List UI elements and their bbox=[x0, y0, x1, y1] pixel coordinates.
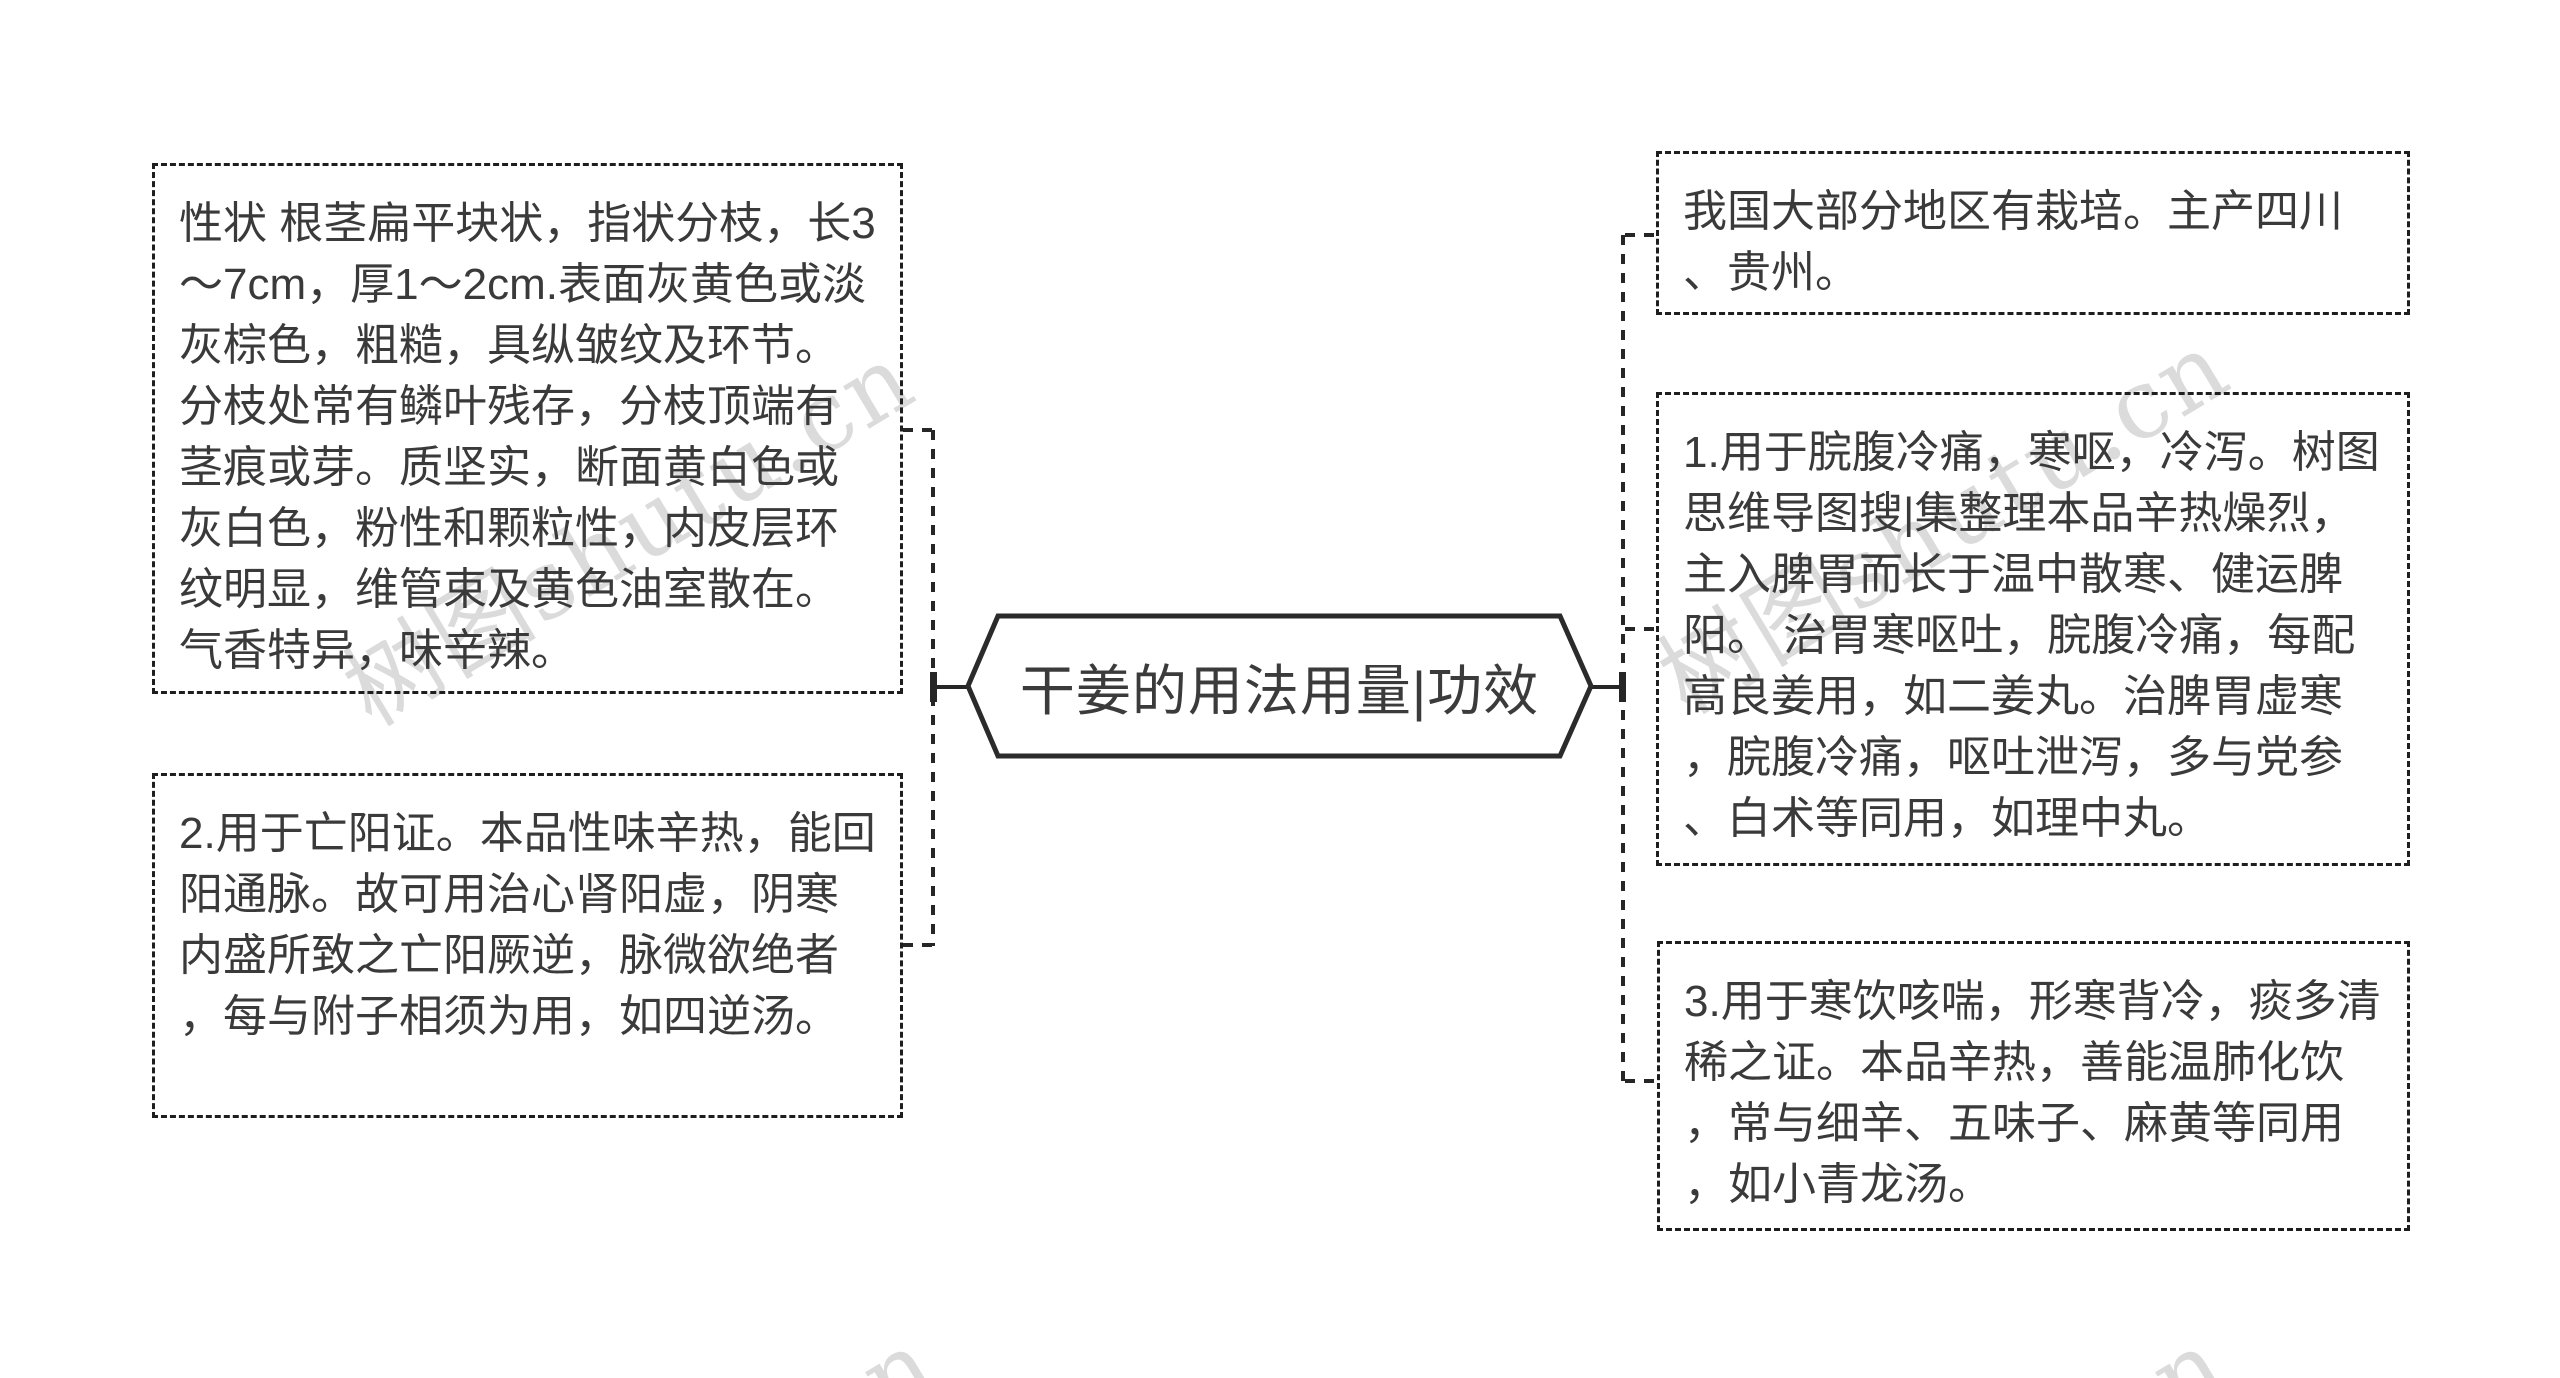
branch-node-cough[interactable]: 3.用于寒饮咳喘，形寒背冷，痰多清稀之证。本品辛热，善能温肺化饮，常与细辛、五味… bbox=[1657, 941, 2410, 1231]
connector-left-branch-bottom bbox=[903, 943, 933, 947]
center-node[interactable]: 干姜的用法用量|功效 bbox=[965, 612, 1594, 760]
branch-node-text: 性状 根茎扁平块状，指状分枝，长3～7cm，厚1～2cm.表面灰黄色或淡灰棕色，… bbox=[179, 199, 876, 675]
branch-node-properties[interactable]: 性状 根茎扁平块状，指状分枝，长3～7cm，厚1～2cm.表面灰黄色或淡灰棕色，… bbox=[152, 163, 903, 694]
watermark: 树图shutu.cn bbox=[1626, 1288, 2247, 1378]
connector-right-branch-bottom bbox=[1625, 1079, 1656, 1083]
connector-left-branch-top bbox=[903, 428, 933, 432]
connector-right-stub bbox=[1590, 685, 1622, 689]
connector-right-spine bbox=[1621, 235, 1625, 1083]
branch-node-text: 我国大部分地区有栽培。主产四川、贵州。 bbox=[1683, 187, 2343, 297]
watermark: 树图shutu.cn bbox=[336, 1288, 957, 1378]
branch-node-cold-pain[interactable]: 1.用于脘腹冷痛，寒呕，冷泻。树图思维导图搜|集整理本品辛热燥烈，主入脾胃而长于… bbox=[1656, 392, 2410, 866]
center-node-label: 干姜的用法用量|功效 bbox=[1019, 660, 1540, 722]
collapse-handle-right[interactable] bbox=[1619, 672, 1626, 702]
branch-node-cultivation[interactable]: 我国大部分地区有栽培。主产四川、贵州。 bbox=[1656, 151, 2410, 315]
branch-node-text: 2.用于亡阳证。本品性味辛热，能回阳通脉。故可用治心肾阳虚，阴寒内盛所致之亡阳厥… bbox=[179, 809, 876, 1041]
connector-right-branch-top bbox=[1625, 233, 1656, 237]
branch-node-text: 1.用于脘腹冷痛，寒呕，冷泻。树图思维导图搜|集整理本品辛热燥烈，主入脾胃而长于… bbox=[1683, 428, 2380, 843]
branch-node-text: 3.用于寒饮咳喘，形寒背冷，痰多清稀之证。本品辛热，善能温肺化饮，常与细辛、五味… bbox=[1684, 977, 2381, 1209]
connector-right-branch-middle bbox=[1625, 627, 1656, 631]
collapse-handle-left[interactable] bbox=[930, 672, 937, 702]
branch-node-yang-collapse[interactable]: 2.用于亡阳证。本品性味辛热，能回阳通脉。故可用治心肾阳虚，阴寒内盛所致之亡阳厥… bbox=[152, 773, 903, 1118]
